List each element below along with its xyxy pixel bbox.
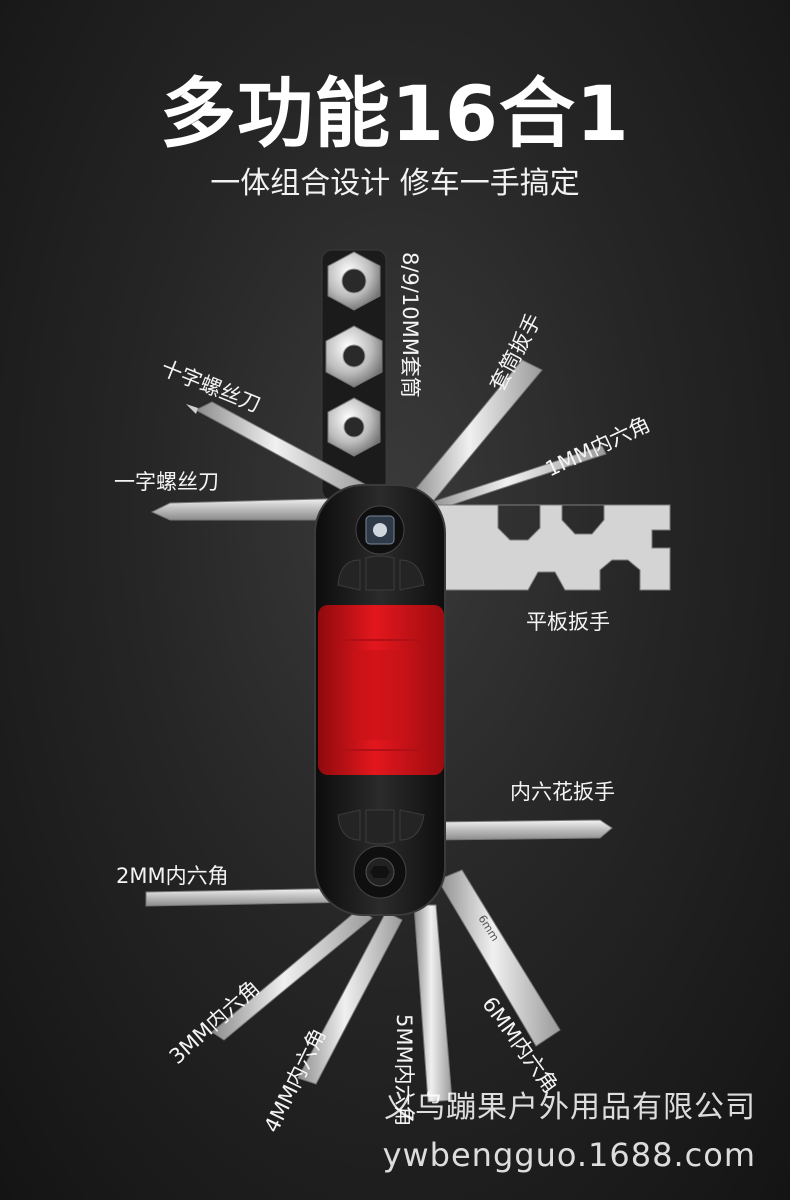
hex-5mm-key [413,904,453,1103]
upper-grip-ridges [337,555,425,591]
label-socket: 8/9/10MM套筒 [398,252,422,398]
watermark-url: ywbengguo.1688.com [382,1136,756,1174]
hex-4mm-key [297,911,403,1085]
upper-pivot-screw [355,505,405,555]
socket-wrench-bar [409,359,543,506]
lower-pivot-screw [353,845,407,899]
label-hex-2mm: 2MM内六角 [116,864,229,888]
label-flat-driver: 一字螺丝刀 [114,470,219,494]
page-subtitle: 一体组合设计 修车一手搞定 [210,166,580,201]
socket-9mm [325,325,383,388]
label-torx: 内六花扳手 [510,780,615,804]
socket-8mm [327,251,381,311]
hex-3mm-key [211,907,373,1041]
tool-handle [314,484,446,916]
socket-set [321,249,387,501]
page-title: 多功能16合1 [160,69,630,158]
watermark-company: 义乌蹦果户外用品有限公司 [384,1090,756,1125]
socket-10mm [327,397,381,457]
lower-grip-ridges [337,809,425,845]
label-flat-wrench: 平板扳手 [526,610,610,634]
torx-key [429,819,613,841]
flat-plate-wrench [419,504,671,591]
